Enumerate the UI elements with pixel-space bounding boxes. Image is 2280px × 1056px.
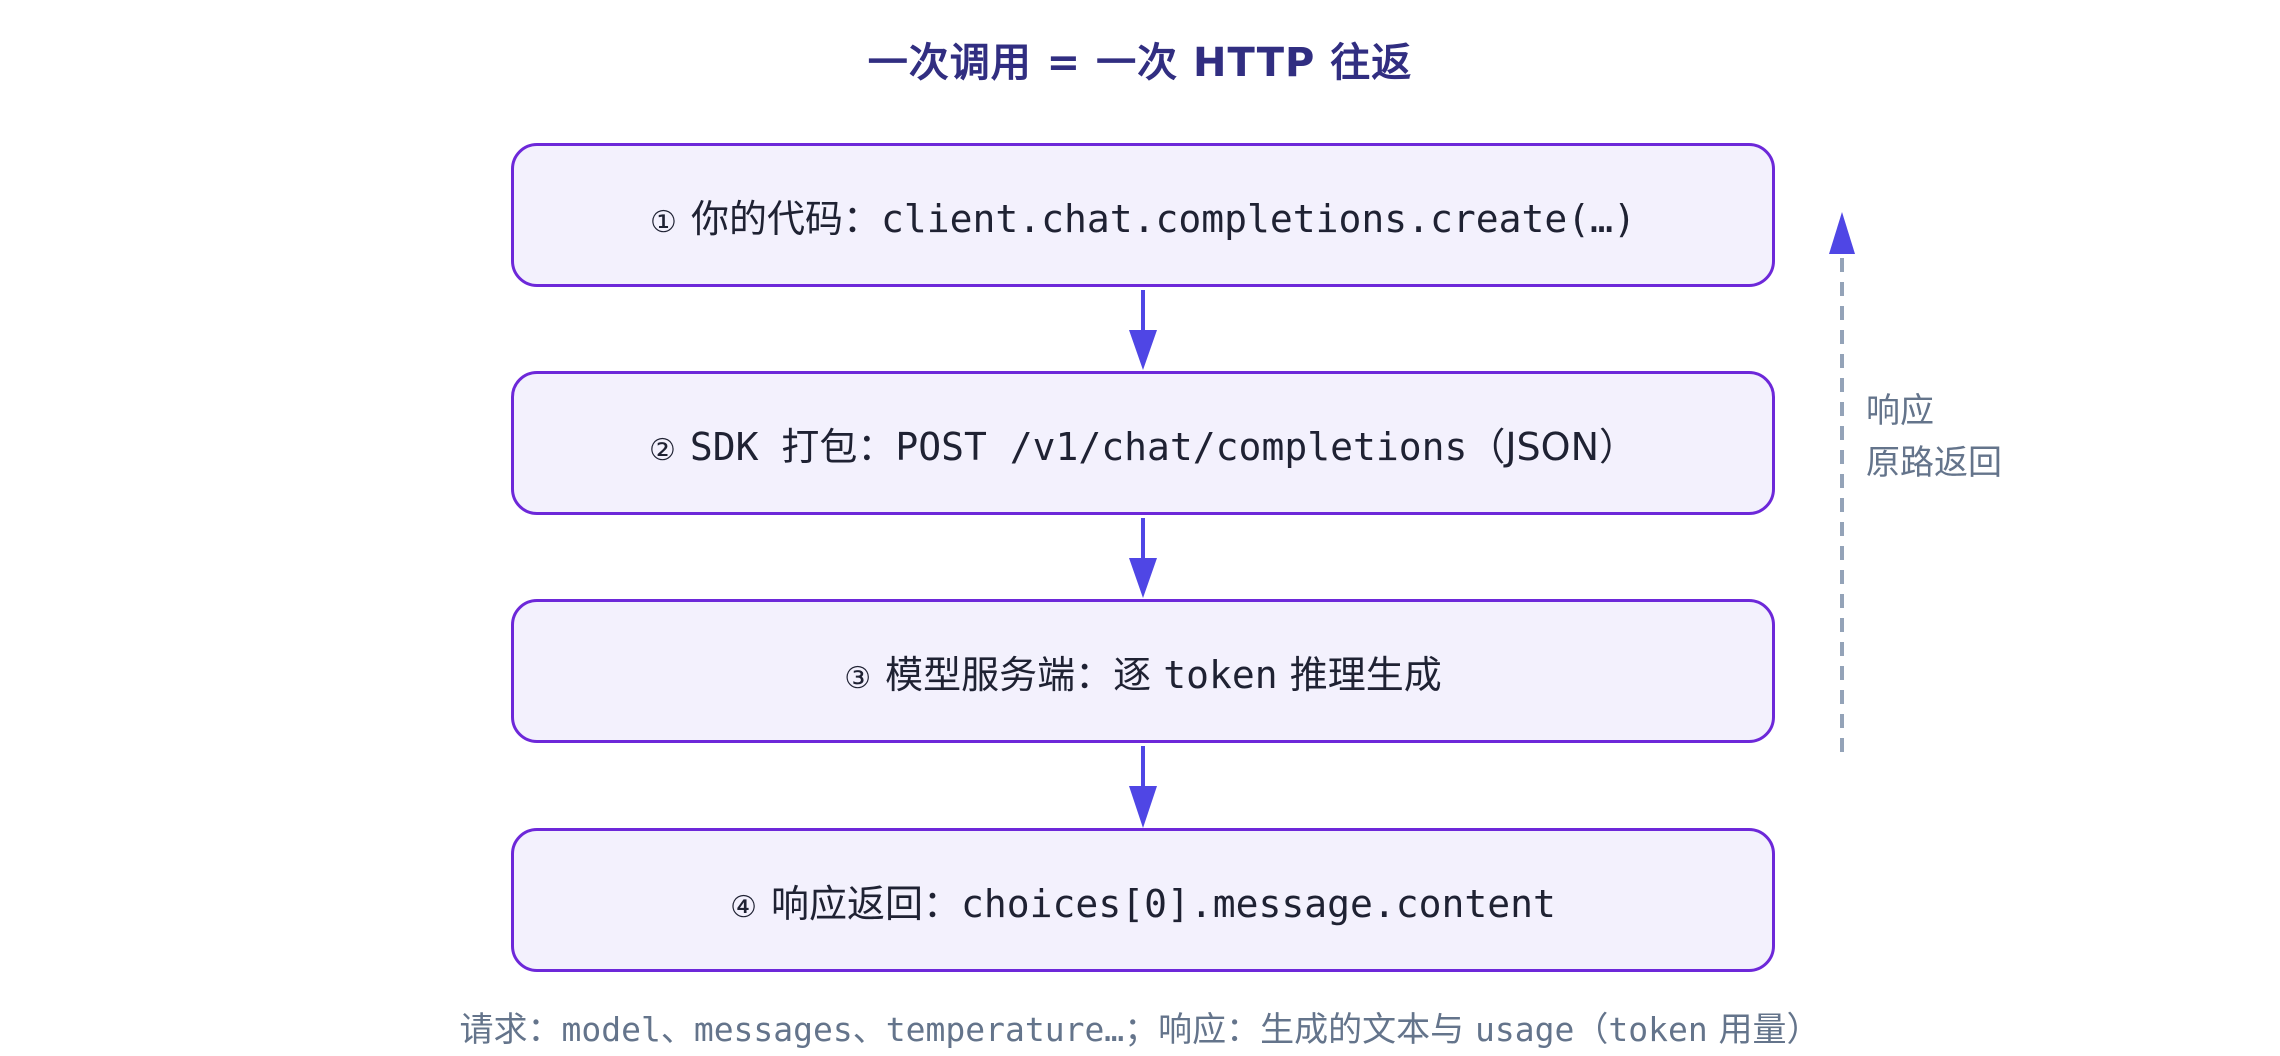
footer-paren-open: （	[1574, 1010, 1609, 1050]
step-3-code: token	[1163, 652, 1278, 697]
step-3-number: ③	[844, 660, 872, 696]
step-box-1-your-code: ① 你的代码：client.chat.completions.create(…)	[511, 143, 1775, 287]
step-4-label: 响应返回：	[771, 881, 962, 926]
step-2-label: SDK 打包：	[689, 424, 896, 469]
return-path-label: 响应原路返回	[1866, 385, 2002, 489]
return-path-arrow	[1829, 212, 1855, 752]
return-label-line-1: 响应	[1866, 391, 1934, 431]
step-3-text: ③ 模型服务端：逐 token 推理生成	[844, 644, 1441, 699]
step-2-tail: （JSON）	[1467, 424, 1638, 469]
diagram-title: 一次调用 = 一次 HTTP 往返	[867, 40, 1413, 86]
step-4-code: choices[0].message.content	[961, 881, 1556, 926]
step-4-number: ④	[730, 889, 758, 925]
step-box-3-model-server: ③ 模型服务端：逐 token 推理生成	[511, 599, 1775, 743]
step-1-text: ① 你的代码：client.chat.completions.create(…)	[650, 188, 1636, 243]
flow-arrow-3-to-4	[1129, 746, 1157, 828]
step-box-2-sdk-pack: ② SDK 打包：POST /v1/chat/completions（JSON）	[511, 371, 1775, 515]
footer-token-code: token	[1608, 1010, 1708, 1049]
flow-arrow-1-to-2	[1129, 290, 1157, 370]
footer-response-prefix: ；响应：生成的文本与	[1124, 1010, 1475, 1050]
footer-note: 请求：model、messages、temperature…；响应：生成的文本与…	[0, 1002, 2280, 1051]
footer-usage-suffix: 用量）	[1707, 1010, 1821, 1050]
step-2-text: ② SDK 打包：POST /v1/chat/completions（JSON）	[649, 416, 1637, 471]
footer-request-fields: model、messages、temperature…	[561, 1010, 1125, 1049]
step-2-number: ②	[648, 432, 676, 468]
step-3-label: 模型服务端：逐	[885, 652, 1164, 697]
footer-request-prefix: 请求：	[459, 1010, 562, 1050]
step-1-number: ①	[650, 204, 677, 240]
step-3-tail: 推理生成	[1277, 652, 1442, 697]
step-1-label: 你的代码：	[690, 196, 881, 241]
footer-usage-code: usage	[1475, 1010, 1575, 1049]
flow-arrow-2-to-3	[1129, 518, 1157, 598]
step-1-code: client.chat.completions.create(…)	[880, 196, 1636, 241]
step-2-code: POST /v1/chat/completions	[895, 424, 1468, 469]
return-label-line-2: 原路返回	[1866, 443, 2002, 483]
step-4-text: ④ 响应返回：choices[0].message.content	[730, 873, 1556, 928]
step-box-4-response: ④ 响应返回：choices[0].message.content	[511, 828, 1775, 972]
